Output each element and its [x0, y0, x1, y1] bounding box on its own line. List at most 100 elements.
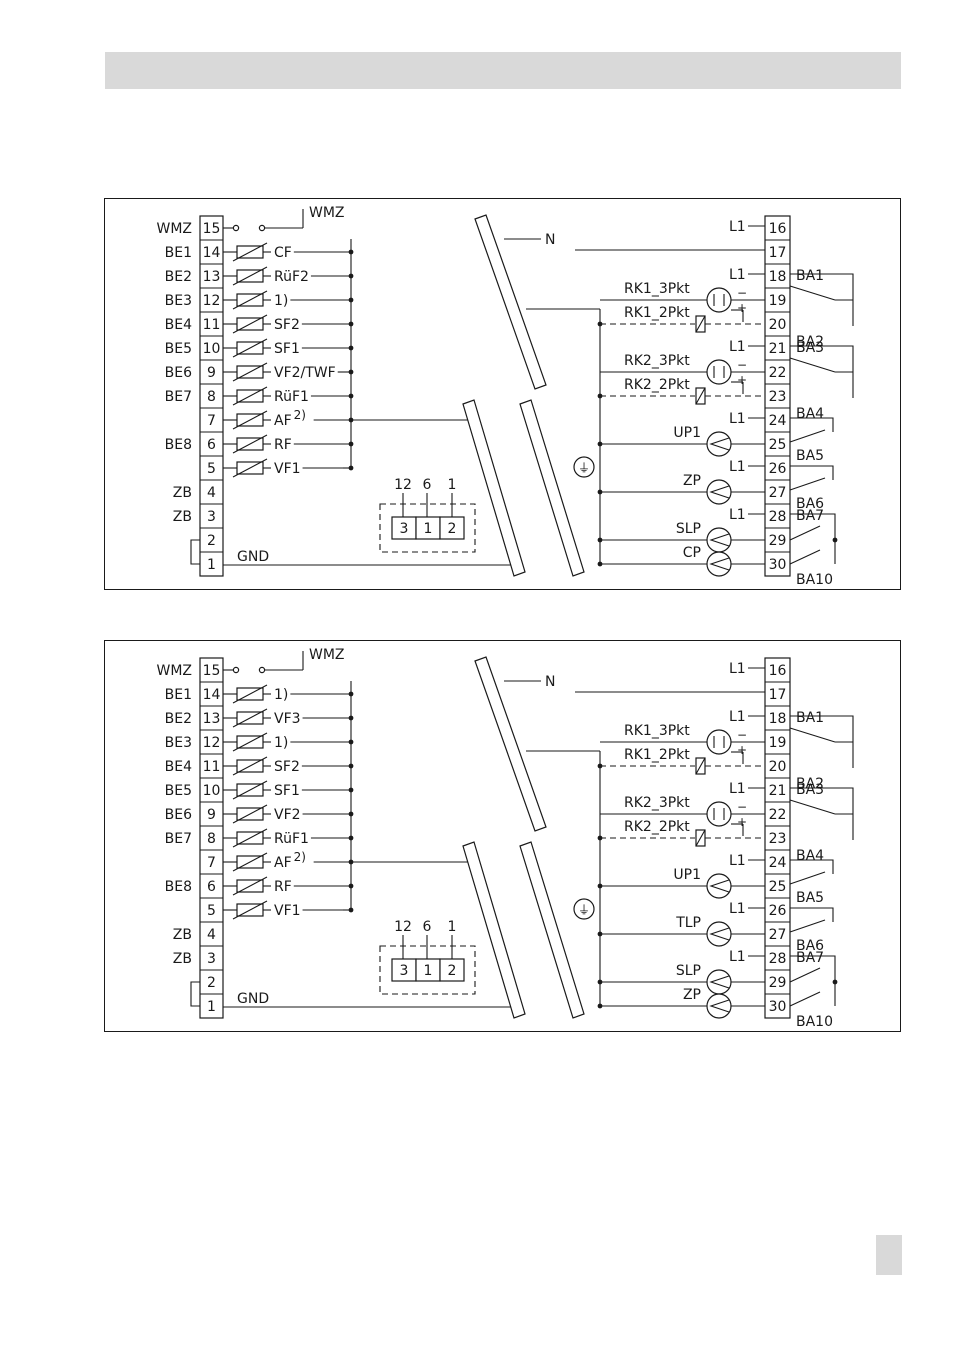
- sensor-label-6: RF: [274, 437, 292, 453]
- output-label: BA4: [796, 406, 824, 422]
- input-label-15: WMZ: [156, 221, 192, 237]
- sensor-resistor-arrow: [232, 684, 268, 704]
- output-label: BA1: [796, 268, 824, 284]
- input-label-9: BE6: [165, 807, 192, 823]
- connector-pin-6: 6: [423, 477, 432, 493]
- right-terminal-block: [764, 215, 791, 577]
- actuator-label: RK1_3Pkt: [624, 281, 690, 297]
- pump-arrow: [709, 437, 730, 451]
- terminal-bridge: [190, 981, 200, 1007]
- connector-cell-3: 3: [400, 963, 409, 979]
- sensor-label-9: VF2: [274, 807, 301, 823]
- input-label-13: BE2: [165, 711, 192, 727]
- relay-wire-ba7: [790, 513, 836, 564]
- pump-arrow: [709, 557, 730, 571]
- relay-contact-ba3: [789, 799, 836, 815]
- l1-label: L1: [729, 267, 746, 283]
- sensor-resistor-arrow: [232, 732, 268, 752]
- actuator-label: ZP: [683, 987, 701, 1003]
- left-terminal-11: 11: [203, 317, 221, 333]
- sensor-resistor-arrow: [232, 708, 268, 728]
- right-terminal-24: 24: [769, 855, 787, 871]
- valve-coil-mark: [695, 829, 706, 847]
- right-terminal-block: [764, 657, 791, 1019]
- input-label-8: BE7: [165, 831, 192, 847]
- l1-label: L1: [729, 507, 746, 523]
- right-terminal-26: 26: [769, 903, 787, 919]
- sensor-resistor-arrow: [232, 314, 268, 334]
- motor-minus: −: [737, 358, 747, 372]
- pump-arrow: [709, 999, 730, 1013]
- output-label: BA3: [796, 340, 824, 356]
- input-label-10: BE5: [165, 341, 192, 357]
- actuator-label: SLP: [676, 521, 701, 537]
- relay-wire-ba1: [790, 715, 854, 768]
- right-terminal-29: 29: [769, 533, 787, 549]
- sensor-label-13: RüF2: [274, 269, 309, 285]
- right-terminal-22: 22: [769, 365, 787, 381]
- right-terminal-27: 27: [769, 927, 787, 943]
- left-terminal-5: 5: [207, 903, 216, 919]
- l1-label: L1: [729, 709, 746, 725]
- input-label-6: BE8: [165, 879, 192, 895]
- sensor-resistor-arrow: [232, 458, 268, 478]
- wmz-contact: [232, 666, 240, 674]
- sensor-label-13: VF3: [274, 711, 301, 727]
- right-terminal-18: 18: [769, 269, 787, 285]
- left-terminal-14: 14: [203, 687, 221, 703]
- actuator-label: RK1_2Pkt: [624, 747, 690, 763]
- valve-coil-mark: [695, 757, 706, 775]
- motor-symbol: [706, 359, 732, 385]
- motor-plus: +: [737, 815, 747, 829]
- output-label: BA4: [796, 848, 824, 864]
- sensor-resistor-arrow: [232, 266, 268, 286]
- right-terminal-24: 24: [769, 413, 787, 429]
- right-terminal-23: 23: [769, 389, 787, 405]
- connector-outline: [379, 503, 476, 553]
- left-terminal-11: 11: [203, 759, 221, 775]
- connector-pin-12: 12: [394, 477, 412, 493]
- right-terminal-21: 21: [769, 341, 787, 357]
- connector-pin-1: 1: [448, 477, 457, 493]
- wiring-diagram-2-svg: 15WMZ14BE113BE212BE311BE410BE59BE68BE776…: [156, 647, 854, 1030]
- sensor-label-10: SF1: [274, 783, 300, 799]
- input-label-4: ZB: [173, 485, 192, 501]
- cable-bundle-lower-left: [462, 399, 526, 577]
- actuator-label: RK2_3Pkt: [624, 353, 690, 369]
- output-label: BA5: [796, 890, 824, 906]
- actuator-label: CP: [683, 545, 701, 561]
- right-terminal-26: 26: [769, 461, 787, 477]
- relay-wire: [790, 859, 834, 874]
- left-terminal-15: 15: [203, 221, 221, 237]
- right-terminal-28: 28: [769, 509, 787, 525]
- motor-symbol: [706, 801, 732, 827]
- sensor-resistor-arrow: [232, 900, 268, 920]
- n-label: N: [545, 232, 555, 248]
- connector-cell-1: 1: [424, 963, 433, 979]
- sensor-resistor-arrow: [232, 434, 268, 454]
- input-label-15: WMZ: [156, 663, 192, 679]
- input-label-3: ZB: [173, 509, 192, 525]
- output-label: BA7: [796, 508, 824, 524]
- output-label: BA5: [796, 448, 824, 464]
- sensor-resistor-arrow: [232, 338, 268, 358]
- wmz-contact: [232, 224, 240, 232]
- actuator-label: TLP: [675, 915, 701, 931]
- pump-arrow: [709, 975, 730, 989]
- output-label: BA3: [796, 782, 824, 798]
- right-terminal-22: 22: [769, 807, 787, 823]
- gnd-label: GND: [237, 549, 269, 565]
- input-label-8: BE7: [165, 389, 192, 405]
- left-terminal-7: 7: [207, 855, 216, 871]
- ground-symbol-glyph: ⏚: [578, 903, 590, 917]
- cable-bundle-upper: [474, 656, 547, 832]
- l1-label: L1: [729, 339, 746, 355]
- sensor-resistor-arrow: [232, 386, 268, 406]
- left-terminal-4: 4: [207, 927, 216, 943]
- valve-coil-mark: [695, 315, 706, 333]
- right-terminal-23: 23: [769, 831, 787, 847]
- page-tab: [876, 1235, 902, 1275]
- sensor-resistor-arrow: [232, 804, 268, 824]
